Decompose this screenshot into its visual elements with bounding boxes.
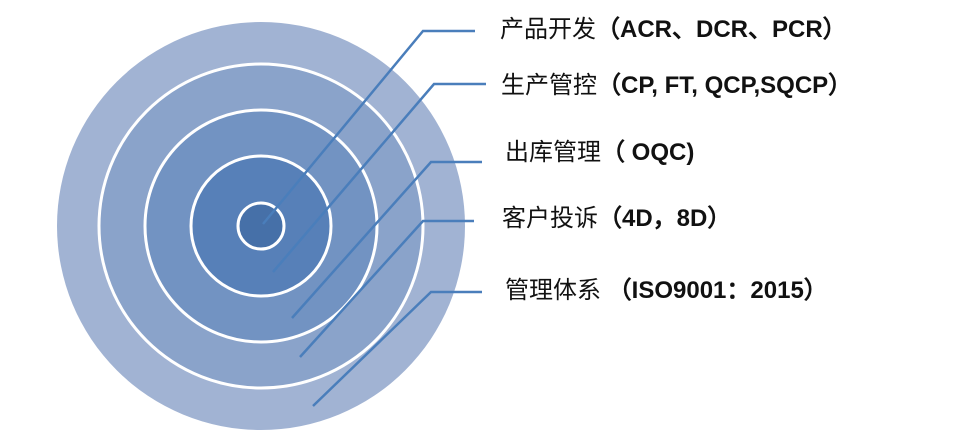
label-detail: （4D，8D） [598,205,732,232]
label-detail: （ISO9001：2015） [601,277,828,304]
label-title: 管理体系 [505,277,601,304]
label-title: 生产管控 [501,72,597,99]
label-outgoing-management: 出库管理（ OQC) [505,139,694,167]
core-product-development [236,201,286,251]
label-detail: （CP, FT, QCP,SQCP） [597,72,853,99]
label-product-development: 产品开发（ACR、DCR、PCR） [500,16,847,44]
label-management-system: 管理体系 （ISO9001：2015） [505,277,828,305]
label-detail: （ OQC) [601,139,695,166]
label-title: 出库管理 [505,139,601,166]
label-title: 客户投诉 [502,205,598,232]
leader-line-1 [262,29,475,225]
label-detail: （ACR、DCR、PCR） [596,16,847,43]
leader-line-3 [291,160,482,319]
leader-line-4 [299,219,474,358]
leader-line-2 [272,82,486,273]
label-production-control: 生产管控（CP, FT, QCP,SQCP） [501,72,852,100]
label-title: 产品开发 [500,16,596,43]
leader-line-5 [312,290,482,407]
label-customer-complaint: 客户投诉（4D，8D） [502,205,731,233]
